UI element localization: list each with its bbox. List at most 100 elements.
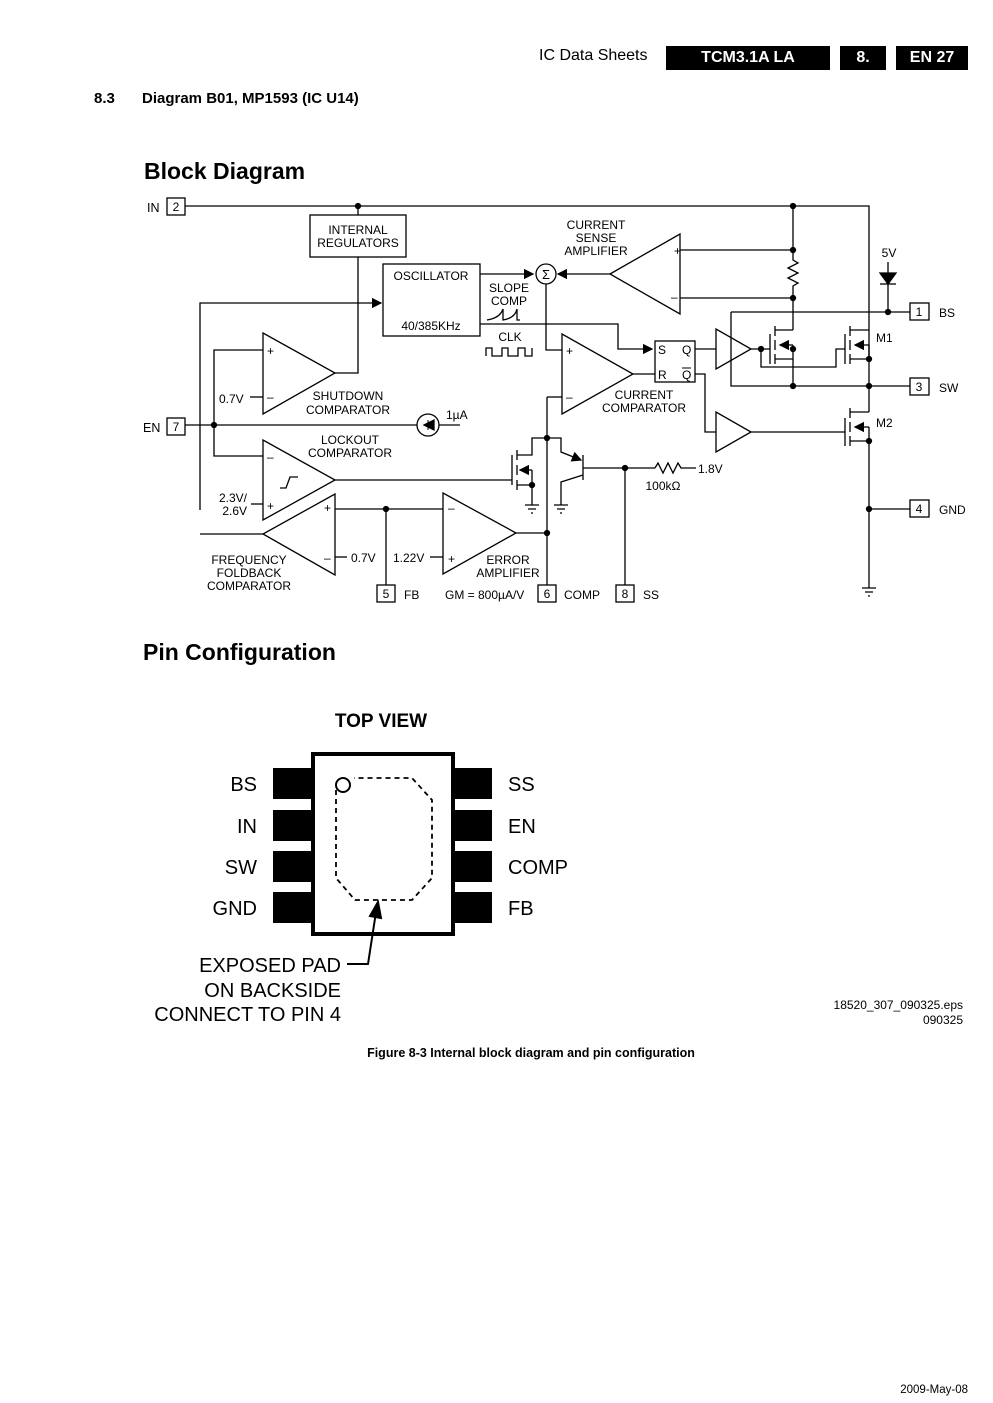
block-diagram-title: Block Diagram (144, 158, 306, 184)
footer-date: 2009-May-08 (900, 1384, 968, 1396)
svg-text:S: S (658, 343, 666, 357)
svg-text:IN: IN (237, 816, 257, 838)
mosfet-m2: M2 (844, 408, 893, 446)
section-title: Diagram B01, MP1593 (IC U14) (142, 90, 359, 107)
svg-text:Q: Q (682, 343, 691, 357)
svg-text:COMPARATOR: COMPARATOR (306, 403, 390, 417)
svg-text:–: – (448, 501, 455, 515)
svg-text:40/385KHz: 40/385KHz (401, 319, 460, 333)
svg-text:7: 7 (173, 420, 180, 434)
svg-text:+: + (324, 501, 331, 515)
section-number: 8.3 (94, 90, 115, 107)
svg-text:FOLDBACK: FOLDBACK (217, 566, 282, 580)
figure-file: 18520_307_090325.eps (833, 998, 963, 1012)
label-foldback-ref: 0.7V (351, 551, 376, 565)
summing-junction: Σ (535, 263, 557, 285)
pin-3-box: 3 SW (909, 377, 959, 396)
wire-in-rail (185, 205, 870, 387)
pad-note-line-3: CONNECT TO PIN 4 (154, 1004, 341, 1026)
svg-text:SENSE: SENSE (576, 231, 617, 245)
pad-note-line-1: EXPOSED PAD (199, 955, 341, 977)
current-comparator: + – CURRENT COMPARATOR (561, 332, 686, 416)
svg-text:4: 4 (916, 502, 923, 516)
svg-text:2: 2 (287, 816, 298, 838)
lockout-mosfet (510, 437, 547, 514)
svg-text:+: + (566, 344, 573, 358)
label-gm: GM = 800µA/V (445, 588, 524, 602)
slope-comp-label-2: COMP (491, 294, 527, 308)
right-pin-8: 8 SS (453, 768, 535, 799)
pin-8-box: 8 SS (615, 584, 659, 603)
pin-6-box: 6 COMP (537, 584, 600, 603)
current-source-1ua (416, 413, 440, 437)
svg-text:7: 7 (466, 816, 477, 838)
svg-text:REGULATORS: REGULATORS (317, 236, 399, 250)
svg-text:1: 1 (916, 305, 923, 319)
sense-mosfet (769, 326, 794, 364)
svg-text:M1: M1 (876, 331, 893, 345)
svg-text:5: 5 (383, 587, 390, 601)
ss-bjt (547, 437, 584, 514)
svg-text:LOCKOUT: LOCKOUT (321, 433, 380, 447)
frequency-foldback-comparator: + – FREQUENCY FOLDBACK COMPARATOR (207, 492, 336, 593)
svg-text:CURRENT: CURRENT (567, 218, 626, 232)
ground-symbol (862, 587, 876, 597)
right-pin-5: 5 FB (453, 892, 534, 923)
left-pin-1: 1 BS (230, 768, 313, 799)
oscillator-block: OSCILLATOR 40/385KHz (382, 263, 481, 337)
block-diagram: IN EN 2 7 1 BS 3 SW 4 GND 5 FB 6 COMP 8 … (143, 197, 966, 603)
slope-comp-label: SLOPE (489, 281, 529, 295)
svg-text:8: 8 (466, 774, 477, 796)
ic-package (311, 752, 455, 936)
pad-pointer-line (347, 911, 377, 965)
pin-2-box: 2 (166, 197, 186, 216)
svg-text:INTERNAL: INTERNAL (328, 223, 388, 237)
sr-latch: S R Q Q (654, 340, 696, 383)
label-5v: 5V (882, 246, 897, 260)
svg-text:COMP: COMP (564, 588, 600, 602)
label-100k: 100kΩ (646, 479, 681, 493)
svg-text:+: + (267, 344, 274, 358)
svg-text:EN: EN (508, 816, 536, 838)
svg-text:FB: FB (404, 588, 419, 602)
error-amplifier: – + ERROR AMPLIFIER (442, 491, 540, 580)
pin-5-box: 5 FB (376, 584, 419, 603)
label-lockout-ref-1: 2.3V/ (219, 491, 248, 505)
svg-text:M2: M2 (876, 416, 893, 430)
svg-text:AMPLIFIER: AMPLIFIER (564, 244, 628, 258)
internal-regulators-block: INTERNAL REGULATORS (309, 214, 407, 258)
svg-text:SW: SW (939, 381, 959, 395)
svg-text:–: – (267, 390, 274, 404)
svg-text:GND: GND (213, 898, 257, 920)
svg-text:COMPARATOR: COMPARATOR (308, 446, 392, 460)
right-pin-7: 7 EN (453, 810, 536, 841)
svg-text:–: – (267, 450, 274, 464)
svg-text:BS: BS (230, 774, 257, 796)
svg-text:COMPARATOR: COMPARATOR (207, 579, 291, 593)
label-shutdown-ref: 0.7V (219, 392, 244, 406)
svg-text:R: R (658, 368, 667, 382)
svg-text:OSCILLATOR: OSCILLATOR (394, 269, 469, 283)
pin-in-label: IN (147, 201, 160, 215)
header-model-badge: TCM3.1A LA (666, 46, 830, 70)
svg-text:6: 6 (544, 587, 551, 601)
svg-text:+: + (267, 499, 274, 513)
svg-text:6: 6 (466, 857, 477, 879)
svg-text:CURRENT: CURRENT (615, 388, 674, 402)
svg-text:Σ: Σ (542, 267, 550, 282)
pin-1-box: 1 BS (909, 302, 955, 321)
pin-7-box: 7 (166, 417, 186, 436)
svg-text:FREQUENCY: FREQUENCY (211, 553, 286, 567)
shutdown-comparator: + – SHUTDOWN COMPARATOR (262, 331, 390, 417)
high-side-driver (715, 327, 753, 371)
svg-text:5: 5 (466, 898, 477, 920)
clk-waveform (485, 347, 533, 357)
top-view-label: TOP VIEW (335, 711, 427, 732)
pin-en-label: EN (143, 421, 160, 435)
svg-text:4: 4 (287, 898, 298, 920)
svg-text:3: 3 (916, 380, 923, 394)
header-section-name: IC Data Sheets (539, 47, 648, 64)
clk-label: CLK (498, 330, 521, 344)
slope-waveform (486, 308, 520, 321)
svg-text:SHUTDOWN: SHUTDOWN (313, 389, 384, 403)
